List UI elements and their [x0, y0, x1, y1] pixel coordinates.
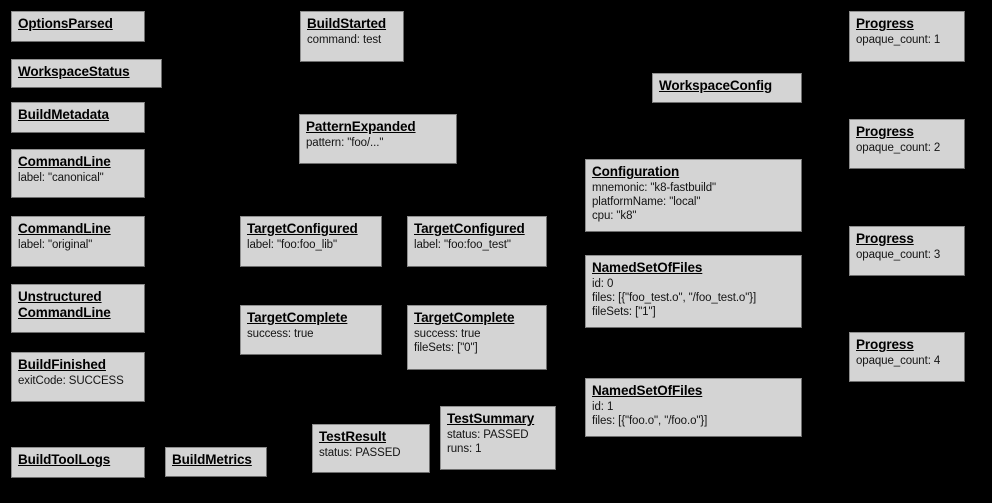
event-node-title: TestResult: [319, 429, 387, 444]
event-node-fields: pattern: "foo/...": [306, 136, 450, 150]
event-node-title: Configuration: [592, 164, 680, 179]
event-node-field: label: "foo:foo_lib": [247, 239, 337, 251]
event-node-title: NamedSetOfFiles: [592, 383, 703, 398]
event-node-build-tool-logs[interactable]: BuildToolLogs: [11, 447, 145, 478]
event-node-title: TargetConfigured: [414, 221, 525, 236]
event-node-title: BuildMetadata: [18, 107, 109, 122]
event-node-fields: command: test: [307, 33, 397, 47]
event-node-target-configured-lib[interactable]: TargetConfigured label: "foo:foo_lib": [240, 216, 382, 267]
event-node-title: Unstructured CommandLine: [18, 289, 111, 320]
event-node-field: opaque_count: 4: [856, 355, 941, 367]
event-node-title: BuildToolLogs: [18, 452, 111, 467]
event-node-pattern-expanded[interactable]: PatternExpanded pattern: "foo/...": [299, 114, 457, 164]
event-node-fields: label: "original": [18, 238, 138, 252]
event-node-field: files: [{"foo_test.o", "/foo_test.o"}]: [592, 292, 757, 304]
event-node-field: label: "canonical": [18, 172, 104, 184]
event-node-workspace-status[interactable]: WorkspaceStatus: [11, 59, 162, 88]
event-node-field: fileSets: ["0"]: [414, 342, 478, 354]
event-node-options-parsed[interactable]: OptionsParsed: [11, 11, 145, 42]
event-node-build-finished[interactable]: BuildFinished exitCode: SUCCESS: [11, 352, 145, 402]
event-node-field: status: PASSED: [319, 447, 401, 459]
event-node-configuration[interactable]: Configuration mnemonic: "k8-fastbuild" pla…: [585, 159, 802, 232]
event-node-title: BuildMetrics: [172, 452, 252, 467]
event-node-fields: status: PASSED runs: 1: [447, 428, 549, 456]
event-node-field: fileSets: ["1"]: [592, 306, 656, 318]
event-node-title: TargetConfigured: [247, 221, 358, 236]
event-node-title: NamedSetOfFiles: [592, 260, 703, 275]
event-node-field: success: true: [247, 328, 314, 340]
event-node-build-metadata[interactable]: BuildMetadata: [11, 102, 145, 133]
event-node-title: CommandLine: [18, 221, 111, 236]
event-node-field: status: PASSED: [447, 429, 529, 441]
event-node-fields: id: 1 files: [{"foo.o", "/foo.o"}]: [592, 400, 795, 428]
event-node-field: exitCode: SUCCESS: [18, 375, 124, 387]
event-node-title: WorkspaceStatus: [18, 64, 130, 79]
event-node-title: OptionsParsed: [18, 16, 113, 31]
event-node-fields: opaque_count: 1: [856, 33, 958, 47]
event-node-title: BuildFinished: [18, 357, 106, 372]
event-node-unstructured-command-line[interactable]: Unstructured CommandLine: [11, 284, 145, 333]
event-node-target-complete-lib[interactable]: TargetComplete success: true: [240, 305, 382, 355]
event-node-fields: success: true: [247, 327, 375, 341]
event-node-fields: id: 0 files: [{"foo_test.o", "/foo_test.o…: [592, 277, 795, 319]
event-node-field: mnemonic: "k8-fastbuild": [592, 182, 717, 194]
event-node-title: Progress: [856, 231, 914, 246]
event-node-title: PatternExpanded: [306, 119, 416, 134]
event-node-field: label: "original": [18, 239, 93, 251]
event-node-command-line-original[interactable]: CommandLine label: "original": [11, 216, 145, 267]
event-node-named-set-of-files-0[interactable]: NamedSetOfFiles id: 0 files: [{"foo_test.o…: [585, 255, 802, 328]
event-node-command-line-canonical[interactable]: CommandLine label: "canonical": [11, 149, 145, 198]
event-node-field: cpu: "k8": [592, 210, 637, 222]
event-node-workspace-config[interactable]: WorkspaceConfig: [652, 73, 802, 103]
event-node-title: Progress: [856, 337, 914, 352]
event-node-fields: opaque_count: 2: [856, 141, 958, 155]
event-node-title: BuildStarted: [307, 16, 387, 31]
event-node-field: platformName: "local": [592, 196, 701, 208]
event-node-progress-3[interactable]: Progress opaque_count: 3: [849, 226, 965, 276]
event-node-title: Progress: [856, 124, 914, 139]
event-node-build-metrics[interactable]: BuildMetrics: [165, 447, 267, 477]
event-node-title: WorkspaceConfig: [659, 78, 773, 93]
event-node-field: command: test: [307, 34, 382, 46]
event-node-progress-1[interactable]: Progress opaque_count: 1: [849, 11, 965, 62]
event-node-fields: label: "foo:foo_test": [414, 238, 540, 252]
event-node-build-started[interactable]: BuildStarted command: test: [300, 11, 404, 62]
event-node-title: Progress: [856, 16, 914, 31]
event-node-title: TestSummary: [447, 411, 535, 426]
event-node-fields: status: PASSED: [319, 446, 423, 460]
event-node-field: opaque_count: 2: [856, 142, 941, 154]
event-node-field: files: [{"foo.o", "/foo.o"}]: [592, 415, 708, 427]
event-node-field: opaque_count: 3: [856, 249, 941, 261]
event-node-progress-2[interactable]: Progress opaque_count: 2: [849, 119, 965, 169]
event-node-progress-4[interactable]: Progress opaque_count: 4: [849, 332, 965, 382]
event-node-fields: opaque_count: 3: [856, 248, 958, 262]
event-node-fields: success: true fileSets: ["0"]: [414, 327, 540, 355]
event-node-title: TargetComplete: [247, 310, 348, 325]
event-node-fields: opaque_count: 4: [856, 354, 958, 368]
event-node-field: label: "foo:foo_test": [414, 239, 511, 251]
event-node-field: success: true: [414, 328, 481, 340]
event-node-field: opaque_count: 1: [856, 34, 941, 46]
event-node-named-set-of-files-1[interactable]: NamedSetOfFiles id: 1 files: [{"foo.o", "/…: [585, 378, 802, 437]
event-node-fields: mnemonic: "k8-fastbuild" platformName: "l…: [592, 181, 795, 223]
event-node-fields: label: "canonical": [18, 171, 138, 185]
event-node-title: CommandLine: [18, 154, 111, 169]
event-node-field: pattern: "foo/...": [306, 137, 384, 149]
event-node-test-summary[interactable]: TestSummary status: PASSED runs: 1: [440, 406, 556, 470]
event-node-title: TargetComplete: [414, 310, 515, 325]
event-node-field: id: 0: [592, 278, 614, 290]
event-node-fields: exitCode: SUCCESS: [18, 374, 138, 388]
event-node-field: runs: 1: [447, 443, 482, 455]
event-node-test-result[interactable]: TestResult status: PASSED: [312, 424, 430, 473]
event-node-target-configured-test[interactable]: TargetConfigured label: "foo:foo_test": [407, 216, 547, 267]
event-node-field: id: 1: [592, 401, 614, 413]
event-node-fields: label: "foo:foo_lib": [247, 238, 375, 252]
event-node-target-complete-test[interactable]: TargetComplete success: true fileSets: ["0…: [407, 305, 547, 370]
